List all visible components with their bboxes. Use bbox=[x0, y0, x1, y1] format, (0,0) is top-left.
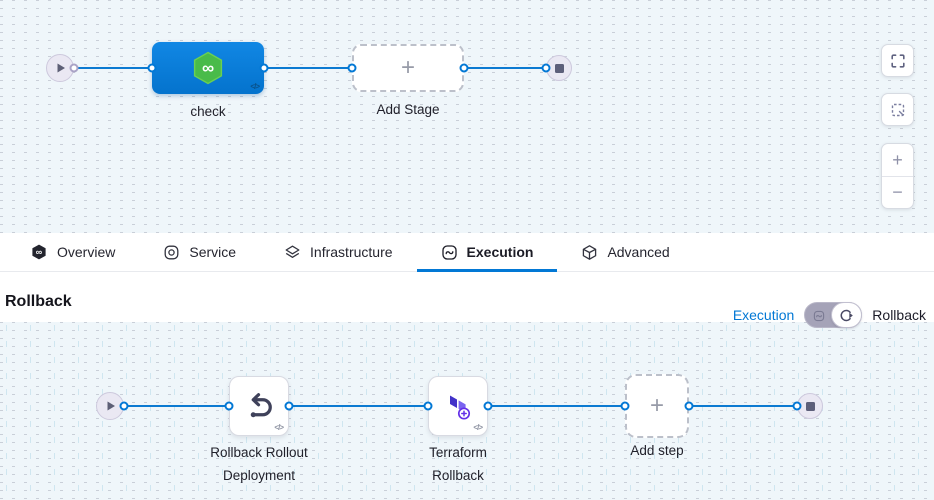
wire bbox=[689, 405, 797, 407]
add-step-label: Add step bbox=[630, 443, 684, 458]
zoom-control-group: + − bbox=[881, 143, 914, 209]
zoom-out-icon: − bbox=[892, 182, 903, 202]
wire bbox=[264, 67, 352, 69]
step-label: Terraform Rollback bbox=[429, 445, 487, 483]
connector-port[interactable] bbox=[620, 401, 630, 411]
rollback-section-header: Rollback Execution Rollback bbox=[0, 272, 934, 328]
tab-overview[interactable]: ∞ Overview bbox=[6, 233, 139, 271]
fullscreen-button[interactable] bbox=[881, 44, 914, 77]
connector-port[interactable] bbox=[541, 63, 551, 73]
play-icon bbox=[107, 401, 115, 411]
stop-icon bbox=[554, 63, 564, 73]
connector-port[interactable] bbox=[119, 401, 129, 411]
marquee-select-icon bbox=[891, 103, 904, 116]
connector-port[interactable] bbox=[459, 63, 469, 73]
tab-advanced[interactable]: Advanced bbox=[557, 233, 693, 271]
zoom-out-button[interactable]: − bbox=[882, 176, 913, 208]
add-stage-label: Add Stage bbox=[376, 102, 440, 117]
fullscreen-icon bbox=[890, 53, 905, 68]
code-icon: </> bbox=[250, 82, 260, 91]
marquee-select-button[interactable] bbox=[881, 93, 914, 126]
service-icon bbox=[164, 245, 179, 259]
advanced-icon bbox=[583, 244, 597, 260]
harness-logo-icon: ∞ bbox=[32, 244, 46, 260]
connector-port[interactable] bbox=[684, 401, 694, 411]
rollback-canvas[interactable]: </> Rollback Rollout Deployment </> Terr… bbox=[0, 322, 934, 500]
mode-rollback-label: Rollback bbox=[872, 307, 926, 323]
code-icon: </> bbox=[274, 423, 284, 432]
wire bbox=[124, 405, 229, 407]
plus-icon: + bbox=[649, 392, 664, 419]
infinity-glyph: ∞ bbox=[36, 247, 43, 257]
harness-ci-icon: ∞ bbox=[193, 51, 223, 85]
connector-port[interactable] bbox=[792, 401, 802, 411]
plus-icon: + bbox=[400, 54, 415, 81]
connector-port[interactable] bbox=[423, 401, 433, 411]
add-step-button[interactable]: + bbox=[625, 374, 689, 438]
connector-port[interactable] bbox=[69, 63, 79, 73]
execution-rollback-toggle[interactable] bbox=[804, 302, 863, 328]
stage-canvas[interactable]: ∞ </> check + Add Stage bbox=[0, 0, 934, 233]
stage-config-tabbar: ∞ Overview Service Infrastructure Execut… bbox=[0, 233, 934, 272]
infinity-glyph: ∞ bbox=[202, 59, 214, 78]
pipeline-start-node[interactable] bbox=[46, 54, 74, 82]
step-label: Rollback Rollout Deployment bbox=[210, 445, 308, 483]
tab-infrastructure[interactable]: Infrastructure bbox=[260, 233, 416, 271]
rollback-mini-icon bbox=[840, 309, 854, 321]
add-stage-button[interactable]: + bbox=[352, 44, 464, 92]
connector-port[interactable] bbox=[483, 401, 493, 411]
connector-port[interactable] bbox=[347, 63, 357, 73]
toggle-thumb bbox=[831, 302, 863, 328]
stage-node-check[interactable]: ∞ </> bbox=[152, 42, 264, 94]
tab-label: Advanced bbox=[607, 244, 670, 260]
wire bbox=[289, 405, 428, 407]
wire bbox=[74, 67, 152, 69]
step-node-terraform-rollback[interactable]: </> bbox=[428, 376, 488, 436]
undo-arrow-icon bbox=[250, 393, 272, 418]
section-title: Rollback bbox=[5, 293, 72, 310]
execution-mini-icon bbox=[814, 310, 825, 322]
zoom-in-icon: + bbox=[892, 149, 903, 170]
stop-icon bbox=[805, 401, 815, 411]
zoom-in-button[interactable]: + bbox=[882, 144, 913, 176]
terraform-icon bbox=[450, 395, 471, 420]
tab-label: Service bbox=[189, 244, 237, 260]
tab-label: Infrastructure bbox=[310, 244, 393, 260]
tab-label: Execution bbox=[466, 244, 534, 260]
infrastructure-icon bbox=[285, 245, 300, 258]
tab-service[interactable]: Service bbox=[139, 233, 260, 271]
connector-port[interactable] bbox=[224, 401, 234, 411]
connector-port[interactable] bbox=[147, 63, 157, 73]
wire bbox=[488, 405, 625, 407]
tab-label: Overview bbox=[57, 244, 116, 260]
mode-execution-link[interactable]: Execution bbox=[732, 307, 795, 323]
play-icon bbox=[57, 63, 65, 73]
step-node-rollback-rollout[interactable]: </> bbox=[229, 376, 289, 436]
mode-switch-row: Execution Rollback bbox=[733, 302, 926, 328]
rollback-start-node[interactable] bbox=[96, 392, 124, 420]
code-icon: </> bbox=[473, 423, 483, 432]
connector-port[interactable] bbox=[284, 401, 294, 411]
tab-execution[interactable]: Execution bbox=[416, 233, 558, 272]
stage-label: check bbox=[190, 104, 226, 119]
wire bbox=[464, 67, 546, 69]
connector-port[interactable] bbox=[259, 63, 269, 73]
execution-icon bbox=[441, 244, 457, 260]
